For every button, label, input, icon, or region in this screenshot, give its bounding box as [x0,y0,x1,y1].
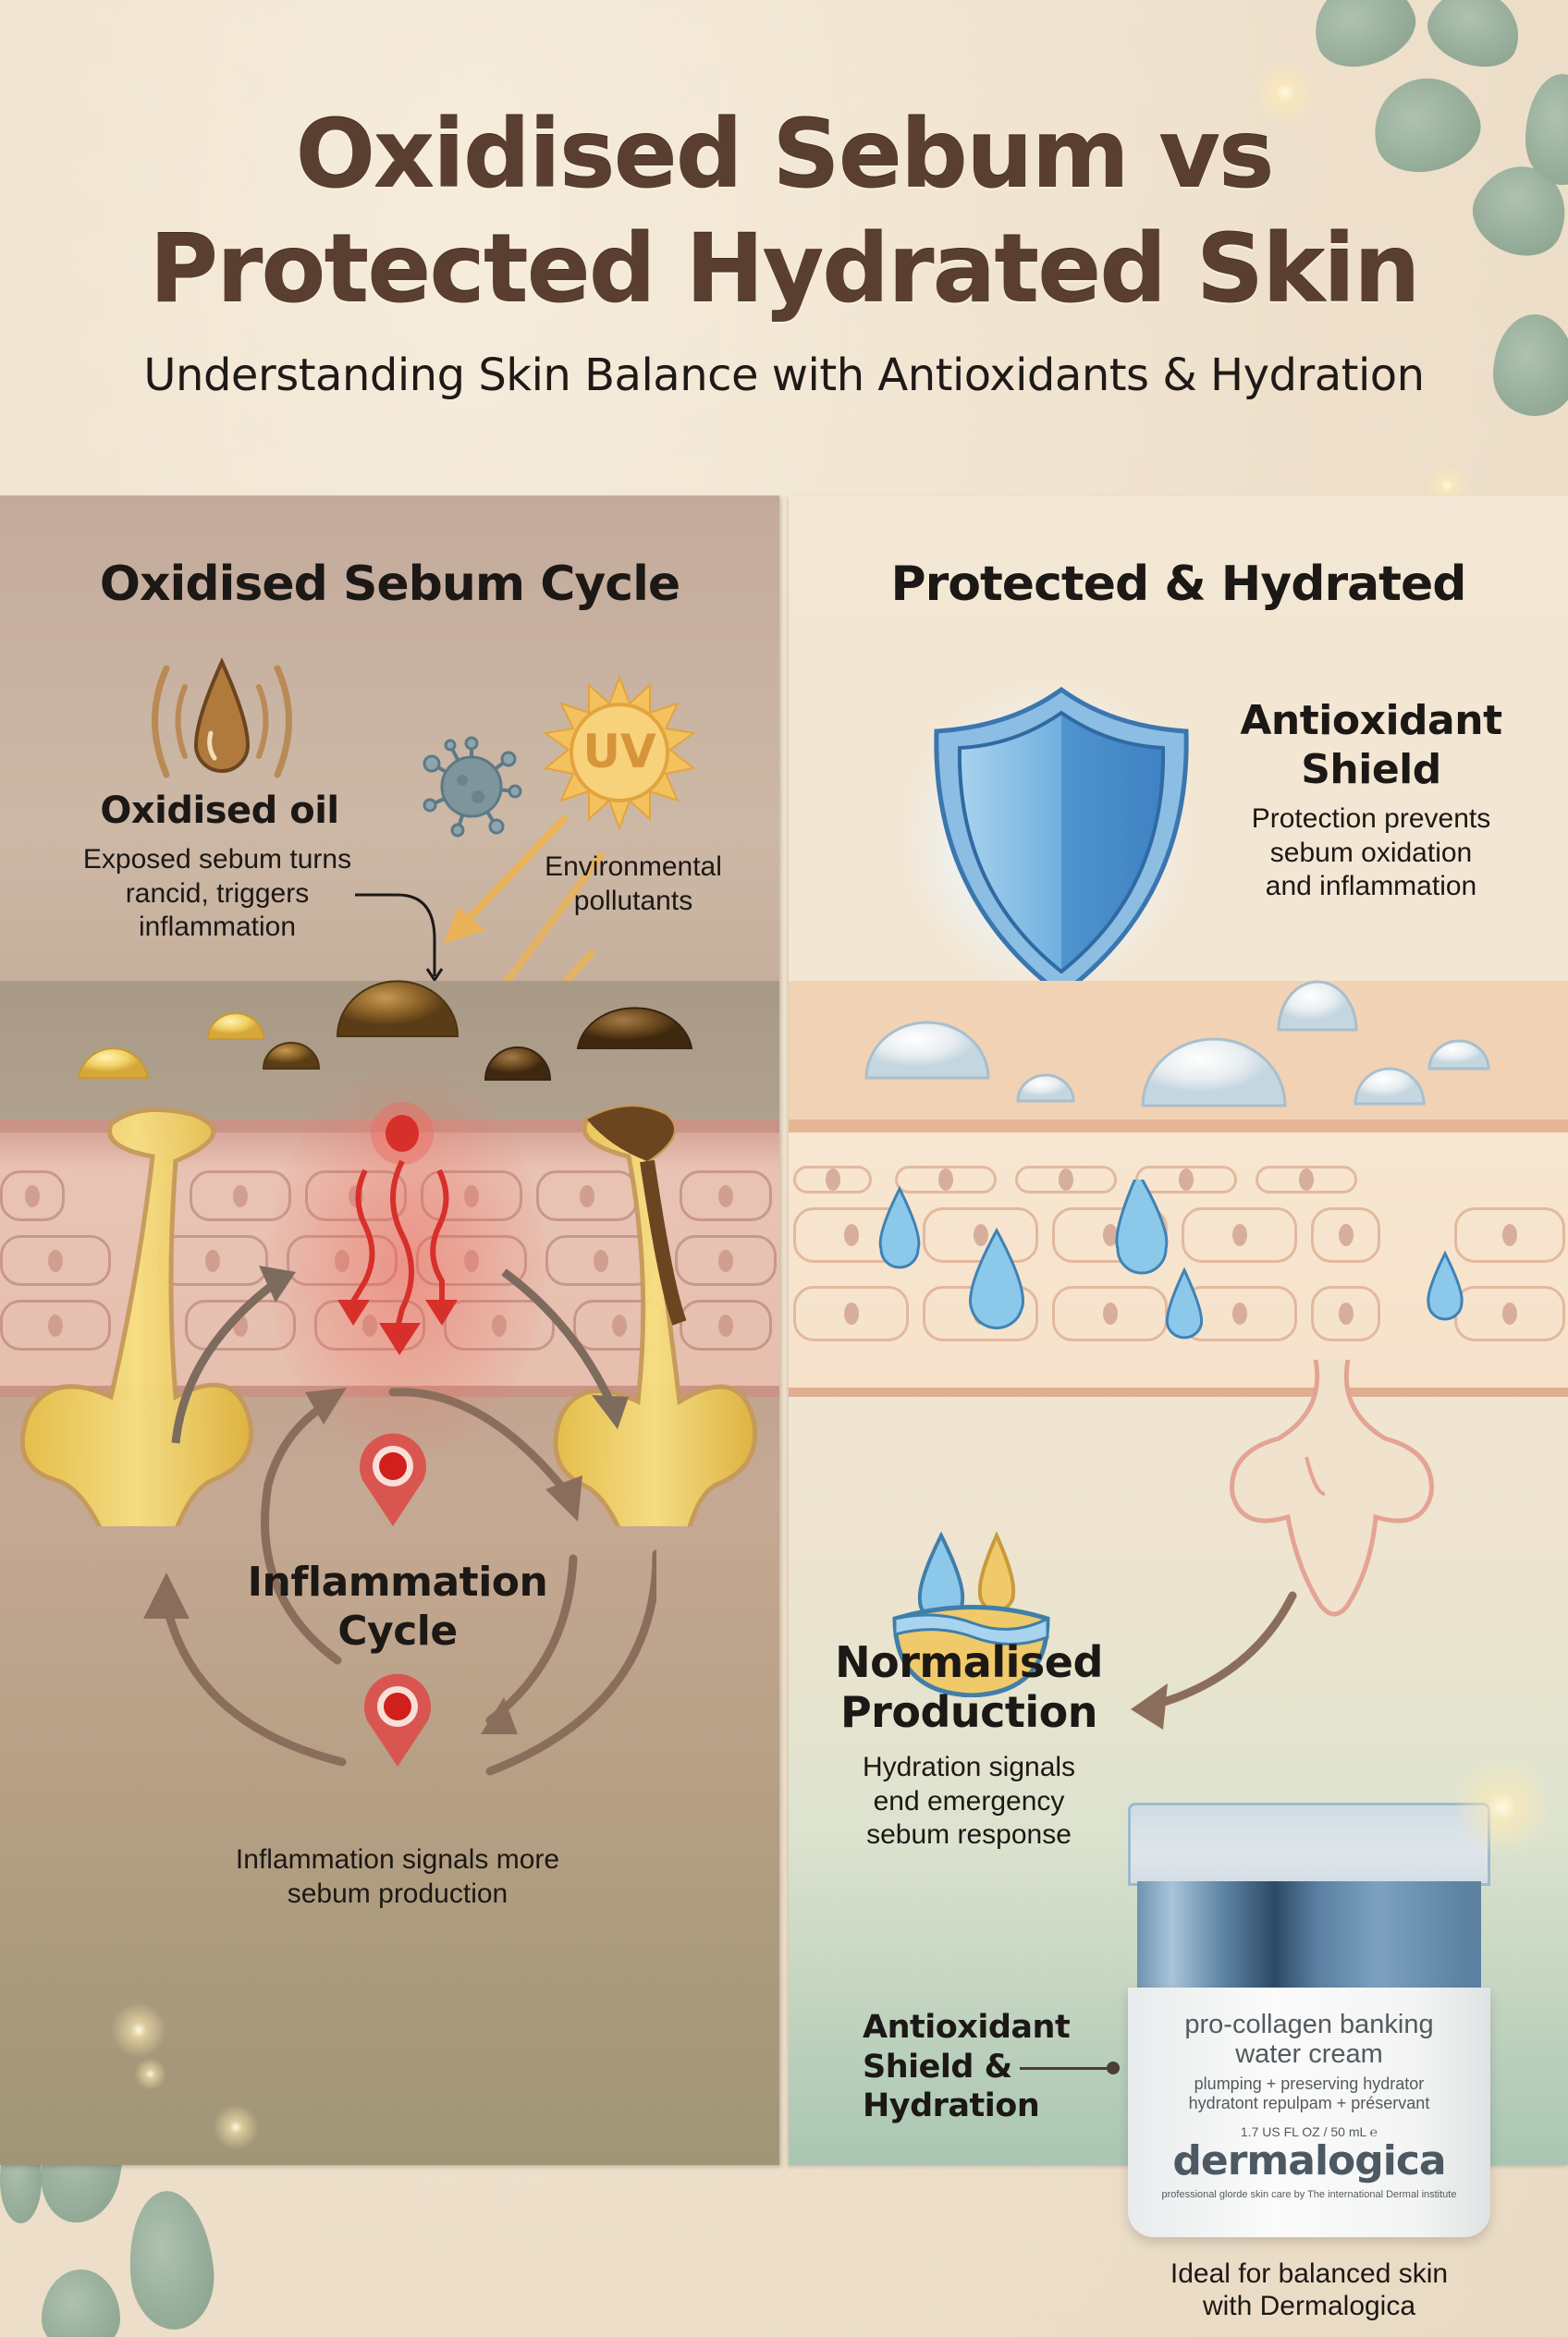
skin-cell [793,1166,872,1193]
sebaceous-glands-icon [19,1104,758,1526]
skin-cell [190,1170,291,1221]
sparkle-icon [213,2104,259,2150]
page-title-line-2: Protected Hydrated Skin [149,214,1420,324]
antioxidant-shield-description: Protection prevents sebum oxidation and … [1251,803,1491,902]
sebaceous-gland-icon [1230,1359,1434,1617]
pollutants-label: Environmental pollutants [545,851,722,916]
page-subtitle: Understanding Skin Balance with Antioxid… [143,349,1425,401]
skin-cell [1311,1286,1380,1341]
sparkle-icon [111,2002,166,2058]
jar-collar [1137,1881,1481,1992]
uv-label: UV [582,725,656,778]
skin-cell [1052,1286,1168,1341]
water-beads-icon [864,980,1490,1107]
skin-cell [416,1235,527,1286]
skin-cell [444,1300,555,1351]
skin-cell [895,1166,997,1193]
skin-cell [185,1300,296,1351]
sparkle-icon [1257,55,1313,129]
pollutant-virus-icon [423,736,522,838]
product-callout-label: Antioxidant Shield & Hydration [863,2009,1071,2125]
page-title-line-1: Oxidised Sebum vs [295,100,1274,210]
inflammation-pin-icon [364,1673,431,1767]
skin-cell [421,1170,522,1221]
normalised-production-heading: Normalised Production [835,1637,1103,1738]
curved-arrow-icon [1131,1591,1297,1730]
product-name: pro-collagen banking water cream [1184,2010,1434,2069]
pointer-arrow-icon [355,893,444,983]
skin-cell [0,1235,111,1286]
skin-cell [793,1286,909,1341]
oil-drop-icon [152,657,292,778]
skin-cell [1256,1166,1357,1193]
skin-cell [0,1170,65,1221]
sebum-droplets-icon [77,980,693,1081]
hydration-droplets-icon [878,1180,1464,1340]
skin-cell [1182,1207,1297,1263]
skin-cell [314,1300,425,1351]
eucalyptus-leaf-icon [1418,0,1531,79]
left-panel-title: Oxidised Sebum Cycle [99,557,680,612]
eucalyptus-leaf-icon [1493,314,1568,416]
skin-cell [1311,1207,1380,1263]
product-size: 1.7 US FL OZ / 50 mL ℮ [1240,2124,1378,2139]
skin-cell [1015,1166,1117,1193]
inflammation-cycle-heading: Inflammation Cycle [247,1559,548,1655]
antioxidant-shield-heading: Antioxidant Shield [1240,697,1502,793]
product-subtitle: plumping + preserving hydrator hydratont… [1188,2074,1430,2112]
antioxidant-shield-icon [934,686,1189,998]
jar-body [1128,1988,1490,2237]
eucalyptus-leaf-icon [42,2270,120,2337]
callout-line [1020,2067,1112,2070]
inflammation-cycle-caption: Inflammation signals more sebum producti… [235,1844,560,1909]
eucalyptus-leaf-icon [123,2187,219,2333]
eucalyptus-leaf-icon [1301,0,1427,80]
skin-cell [675,1235,777,1286]
oxidised-oil-description: Exposed sebum turns rancid, triggers inf… [82,844,352,943]
product-tagline: professional glorde skin care by The int… [1161,2189,1457,2200]
sparkle-icon [1452,1756,1553,1858]
skin-cell [1454,1207,1565,1263]
brand-logo: dermalogica [1172,2137,1446,2184]
skin-cell [680,1170,772,1221]
inflammation-cycle-arrows-icon [143,1388,656,1776]
inflammation-pin-icon [360,1433,426,1526]
oxidised-sebum-panel: Oxidised Sebum Cycle Oxidised oil Expose… [0,496,779,2165]
skin-cell [287,1235,398,1286]
balance-drops-icon [892,1531,1050,1697]
inflammation-red-arrows-icon [337,1102,458,1355]
uv-sun-icon [543,676,696,831]
skin-cell [0,1300,111,1351]
skin-cell [305,1170,407,1221]
right-panel-title: Protected & Hydrated [890,557,1466,612]
footer-caption: Ideal for balanced skin with Dermalogica [1170,2258,1449,2322]
oxidised-oil-heading: Oxidised oil [100,789,339,832]
normalised-production-description: Hydration signals end emergency sebum re… [862,1752,1076,1851]
product-jar: pro-collagen banking water cream plumpin… [1128,1803,1490,2237]
callout-dot [1107,2062,1120,2074]
skin-cell [680,1300,772,1351]
sparkle-icon [134,2058,166,2090]
jar-lid [1128,1803,1490,1886]
